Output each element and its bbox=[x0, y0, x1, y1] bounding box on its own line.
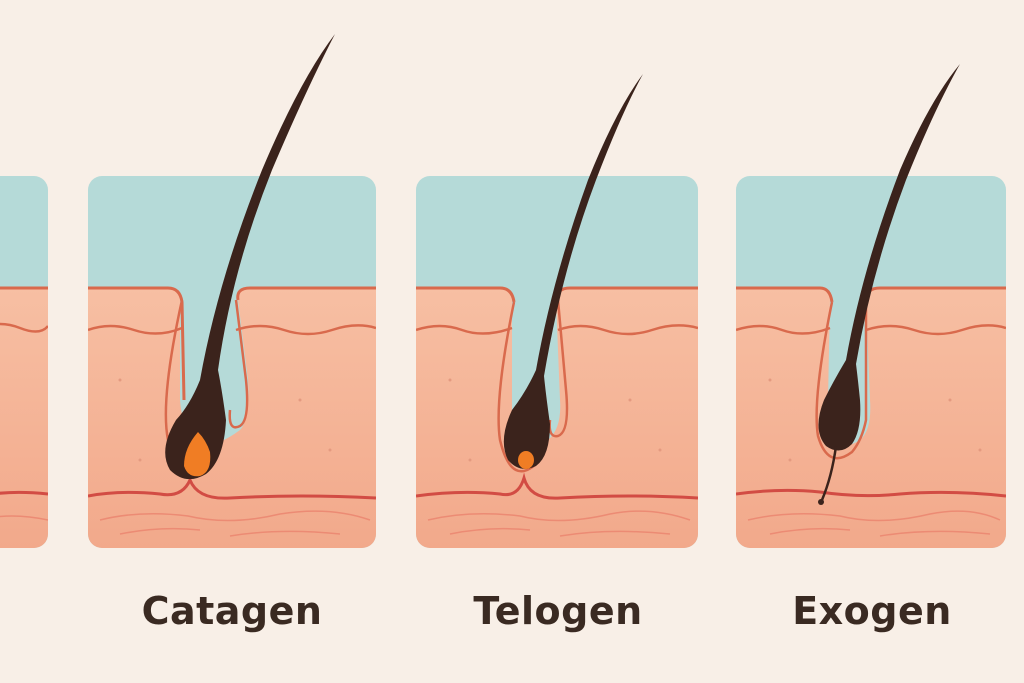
exogen-label: Exogen bbox=[792, 589, 952, 633]
basement-membrane bbox=[88, 476, 376, 500]
hair-shaft bbox=[165, 34, 335, 480]
skin-layer bbox=[88, 288, 376, 548]
wavy-line bbox=[736, 324, 1006, 336]
exogen-panel bbox=[736, 64, 1006, 548]
basement-membrane bbox=[416, 472, 698, 500]
hair-shaft bbox=[818, 64, 960, 451]
telogen-panel bbox=[416, 74, 698, 548]
dermal-papilla bbox=[184, 432, 211, 477]
capillaries bbox=[747, 510, 1001, 537]
catagen-panel bbox=[88, 34, 376, 548]
hair-root-strand bbox=[820, 445, 838, 501]
follicle-outline bbox=[815, 300, 868, 460]
capillaries bbox=[427, 510, 691, 537]
hair-shaft bbox=[503, 74, 643, 469]
catagen-label: Catagen bbox=[141, 589, 323, 633]
wavy-line bbox=[416, 324, 698, 336]
wavy-line bbox=[88, 324, 376, 336]
capillaries bbox=[99, 510, 371, 537]
telogen-label: Telogen bbox=[473, 589, 643, 633]
partial-panel bbox=[0, 176, 48, 548]
basement-membrane bbox=[736, 488, 1006, 498]
dermal-papilla bbox=[518, 451, 534, 469]
skin-layer bbox=[736, 288, 1006, 548]
skin-layer bbox=[416, 288, 698, 548]
